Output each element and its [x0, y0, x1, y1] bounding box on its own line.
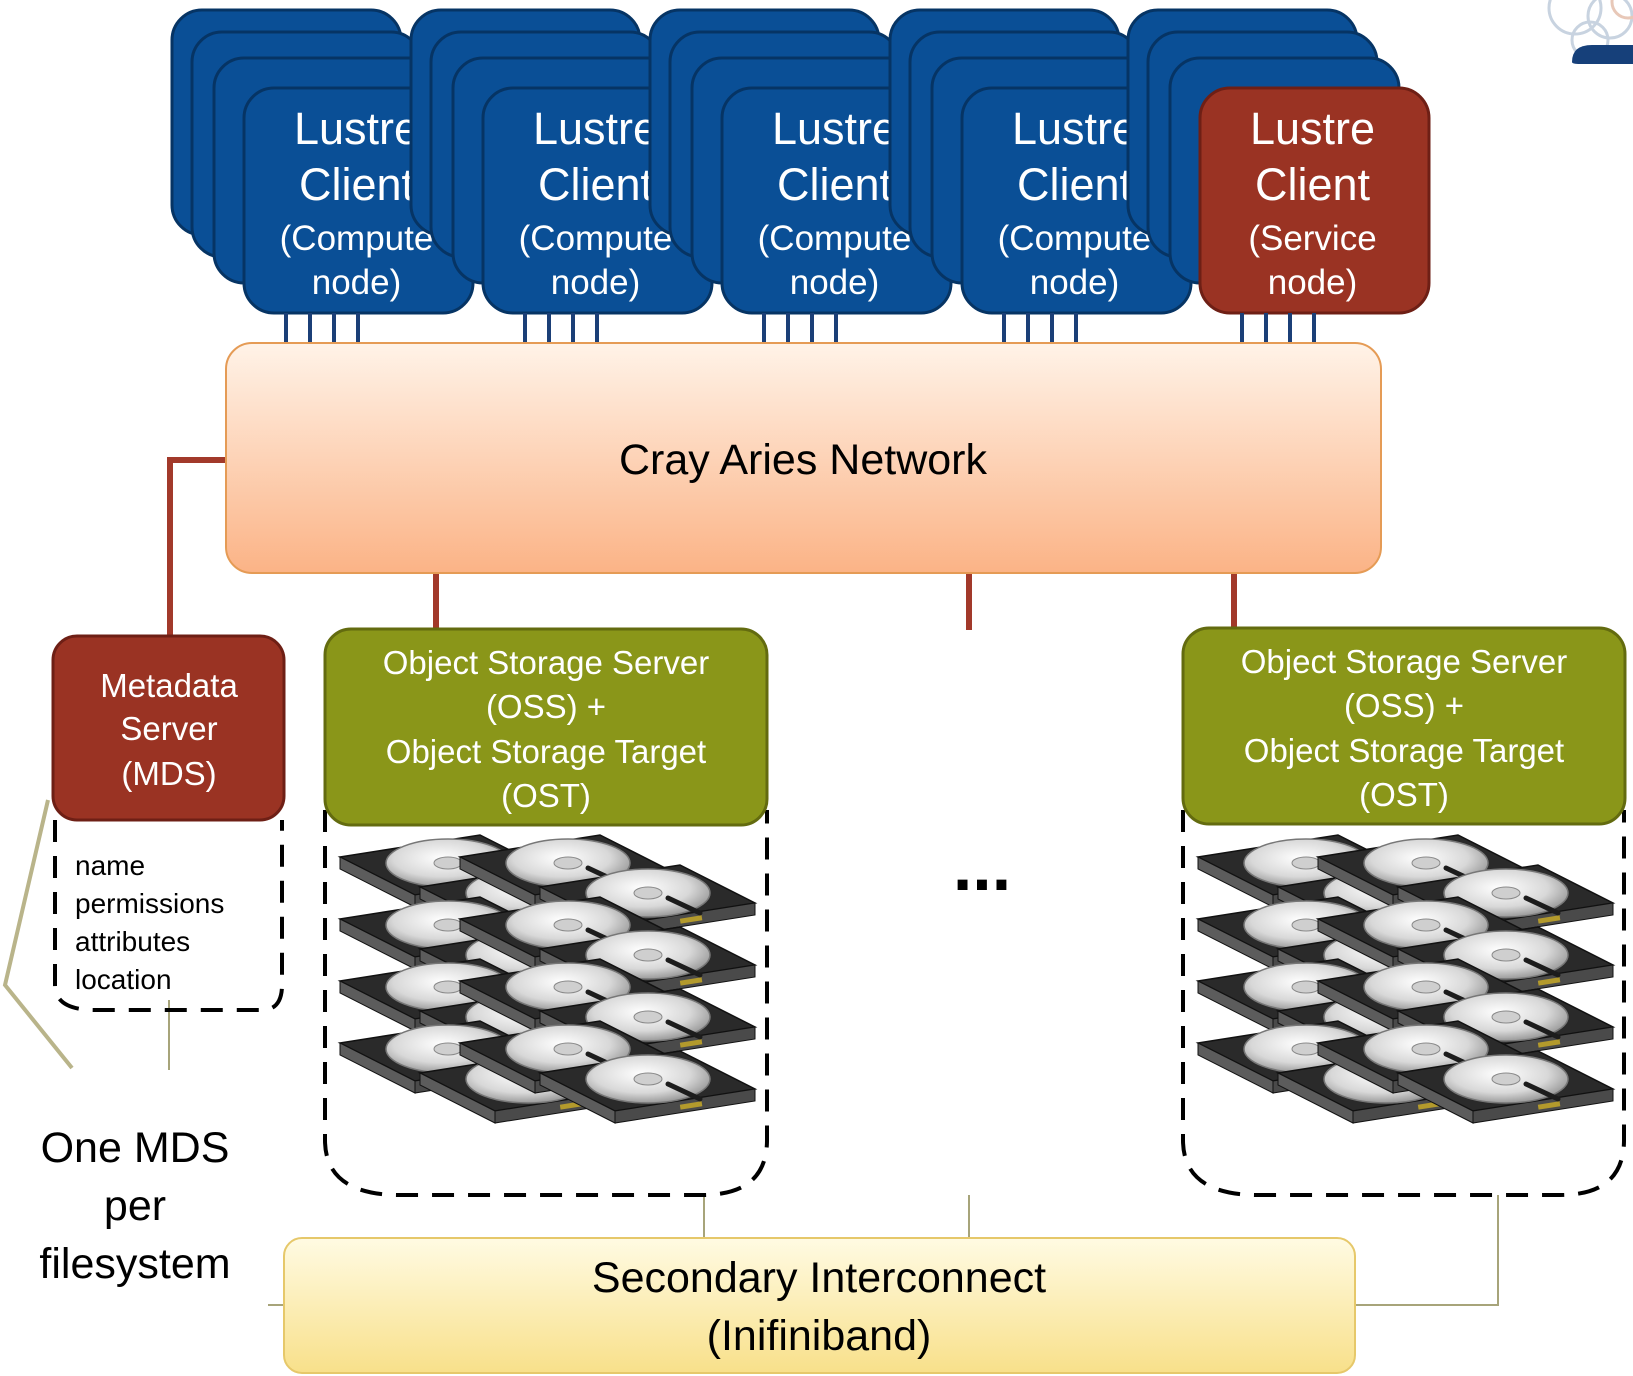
oss-left-line3: Object Storage Target — [386, 733, 706, 770]
mds-attribute-name: name — [75, 850, 145, 881]
oss-left-line4: (OST) — [501, 777, 591, 814]
oss-right-line3: Object Storage Target — [1244, 732, 1564, 769]
client-1-line4: node) — [312, 263, 402, 302]
client-5-line2: Client — [1255, 159, 1371, 210]
client-3-line2: Client — [777, 159, 893, 210]
client-5-line1: Lustre — [1250, 103, 1375, 154]
mds-title-line2: Server — [120, 710, 217, 747]
mds-attribute-location: location — [75, 964, 172, 995]
client-1-line2: Client — [299, 159, 415, 210]
client-1-line1: Lustre — [294, 103, 419, 154]
ellipsis: ... — [953, 827, 1011, 905]
note-line1: One MDS — [41, 1124, 230, 1172]
client-3-line4: node) — [790, 263, 880, 302]
object-storage-server-right: Object Storage Server (OSS) + Object Sto… — [1181, 626, 1627, 1197]
network-links — [167, 457, 1237, 640]
cray-aries-network: Cray Aries Network — [225, 342, 1382, 574]
client-2-line3: (Compute — [519, 219, 673, 258]
note-line3: filesystem — [39, 1240, 230, 1288]
mds-title-line1: Metadata — [100, 667, 238, 704]
mds-note: One MDS per filesystem — [39, 1124, 230, 1288]
oss-right-line1: Object Storage Server — [1241, 643, 1568, 680]
client-4-line3: (Compute — [998, 219, 1152, 258]
callout-bracket — [2, 799, 74, 1070]
client-1-line3: (Compute — [280, 219, 434, 258]
metadata-server: Metadata Server (MDS) name permissions a… — [51, 634, 286, 1012]
mds-attribute-permissions: permissions — [75, 888, 224, 919]
client-2-line4: node) — [551, 263, 641, 302]
client-5-line3: (Service — [1248, 219, 1376, 258]
mds-attribute-attributes: attributes — [75, 926, 190, 957]
secondary-interconnect: Secondary Interconnect (Inifiniband) — [283, 1237, 1356, 1374]
client-3-line3: (Compute — [758, 219, 912, 258]
disk-stack-right — [1198, 835, 1613, 1123]
oss-right-line4: (OST) — [1359, 776, 1449, 813]
object-storage-server-left: Object Storage Server (OSS) + Object Sto… — [323, 627, 769, 1197]
client-4-line2: Client — [1017, 159, 1133, 210]
client-2-line1: Lustre — [533, 103, 658, 154]
client-3-line1: Lustre — [772, 103, 897, 154]
client-4-line4: node) — [1030, 263, 1120, 302]
client-network-connectors — [284, 313, 1316, 343]
logo-fragment-icon — [1547, 0, 1633, 64]
client-5-line4: node) — [1268, 263, 1358, 302]
note-line2: per — [104, 1182, 166, 1230]
oss-left-line2: (OSS) + — [486, 688, 606, 725]
interconnect-line1: Secondary Interconnect — [592, 1254, 1046, 1302]
client-nodes: LustreClient(Computenode)LustreClient(Co… — [170, 8, 1431, 315]
interconnect-line2: (Inifiniband) — [707, 1312, 932, 1360]
mds-title-line3: (MDS) — [121, 755, 216, 792]
client-2-line2: Client — [538, 159, 654, 210]
client-4-line1: Lustre — [1012, 103, 1137, 154]
disk-stack-left — [340, 835, 755, 1123]
oss-right-line2: (OSS) + — [1344, 687, 1464, 724]
oss-left-line1: Object Storage Server — [383, 644, 710, 681]
network-label: Cray Aries Network — [619, 436, 987, 484]
